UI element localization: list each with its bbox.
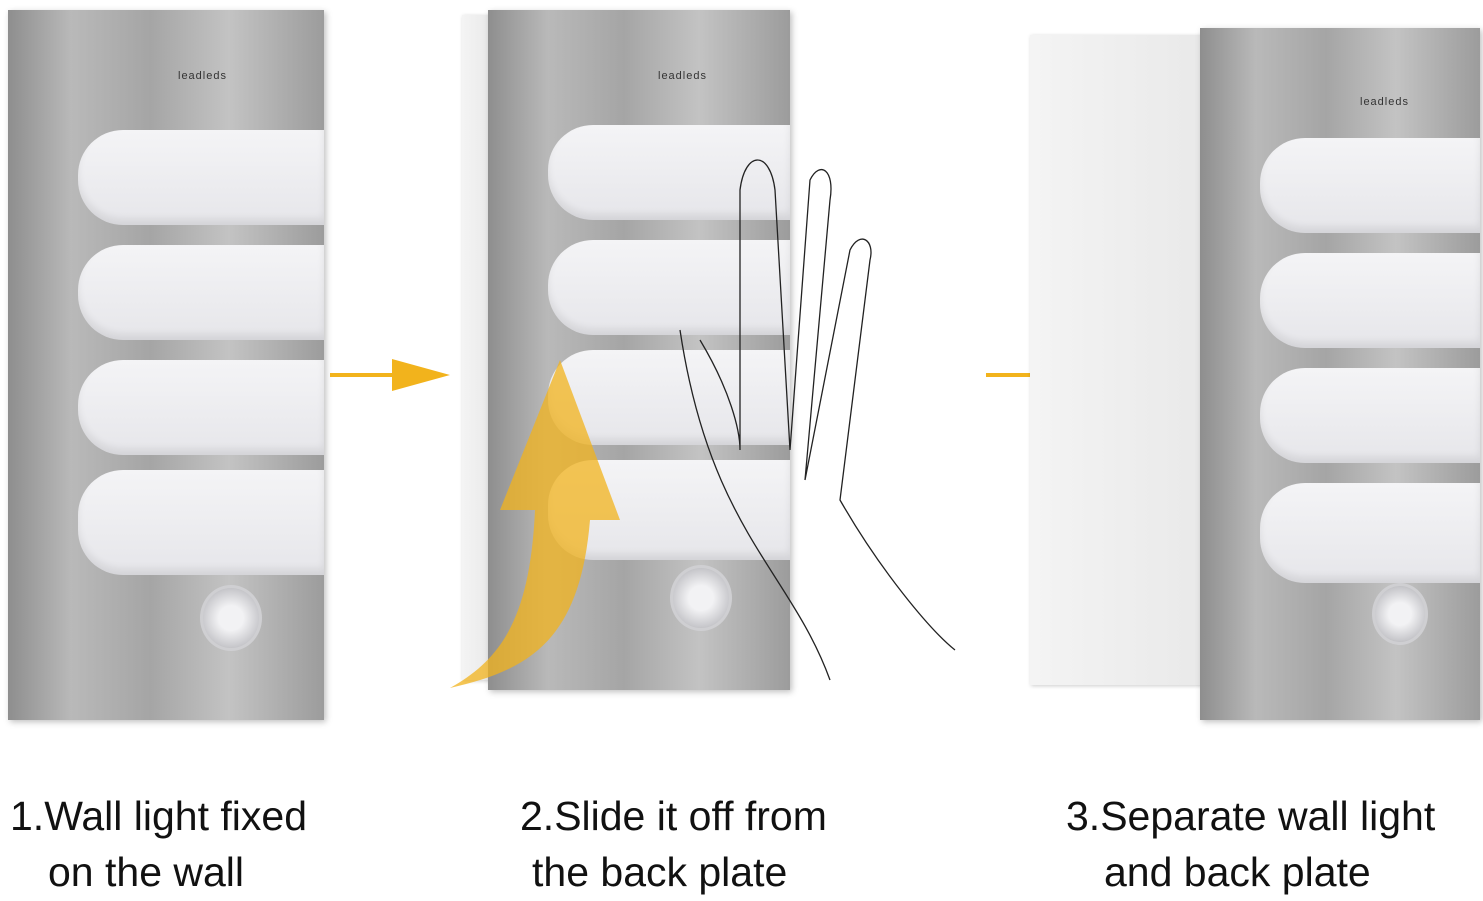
light-slat [548, 240, 790, 335]
brand-logo: leadleds [658, 70, 707, 82]
caption-line-2: and back plate [1104, 849, 1371, 895]
light-slat [78, 470, 324, 575]
light-slat [78, 360, 324, 455]
caption-step-3: 3.Separate wall light and back plate [1066, 788, 1435, 900]
back-plate [1030, 35, 1205, 685]
caption-line-1: 2.Slide it off from [520, 793, 827, 839]
light-slat [548, 350, 790, 445]
wall-light-step-1: leadleds [8, 10, 324, 720]
wall-light-step-2: leadleds [488, 10, 790, 690]
hand-outline-icon [679, 159, 956, 681]
brand-logo: leadleds [178, 70, 227, 82]
caption-step-1: 1.Wall light fixed on the wall [10, 788, 307, 900]
motion-sensor [670, 565, 732, 631]
motion-sensor [200, 585, 262, 651]
brand-logo: leadleds [1360, 96, 1409, 108]
light-slat [1260, 138, 1480, 233]
motion-sensor [1372, 583, 1428, 645]
caption-step-2: 2.Slide it off from the back plate [520, 788, 827, 900]
caption-line-2: the back plate [532, 849, 788, 895]
light-slat [548, 125, 790, 220]
light-slat [78, 245, 324, 340]
back-plate [462, 15, 492, 680]
wall-light-step-3: leadleds [1200, 28, 1480, 720]
caption-line-2: on the wall [48, 849, 245, 895]
light-slat [1260, 368, 1480, 463]
caption-line-1: 3.Separate wall light [1066, 793, 1436, 839]
light-slat [1260, 253, 1480, 348]
slide-up-arrow-icon [450, 360, 620, 688]
arrow-right-icon [330, 355, 455, 400]
caption-line-1: 1.Wall light fixed [10, 793, 307, 839]
light-slat [1260, 483, 1480, 583]
light-slat [78, 130, 324, 225]
